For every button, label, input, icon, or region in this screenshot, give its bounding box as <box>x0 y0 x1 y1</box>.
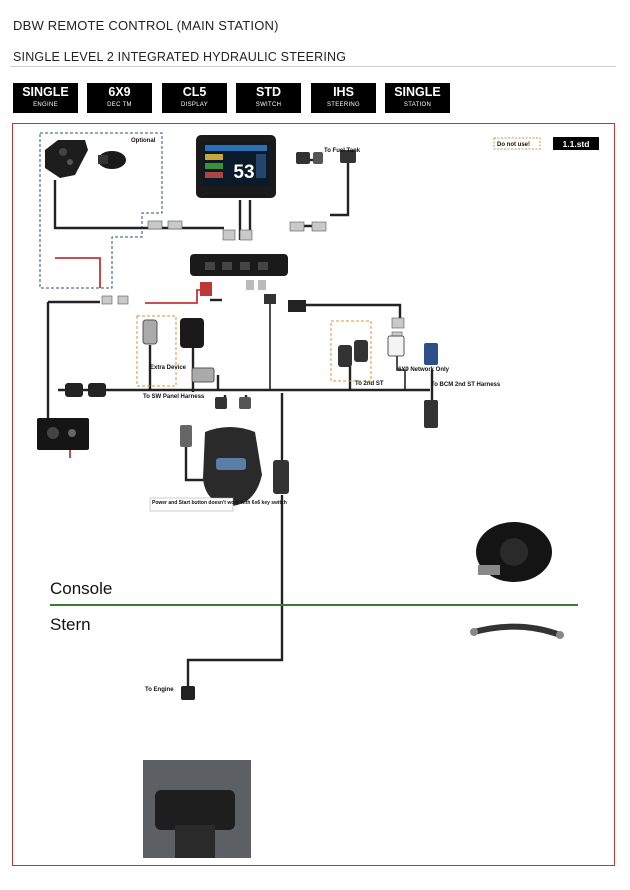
optional-region: Optional <box>39 132 163 289</box>
chip-engine-value: SINGLE <box>22 85 69 99</box>
console-label: Console <box>50 579 112 598</box>
fuel-tank-connectors: To Fuel Tank <box>296 148 361 164</box>
stern-label: Stern <box>50 615 91 634</box>
sw-panel-label: To SW Panel Harness <box>143 394 205 400</box>
bcm-connector: To BCM 2nd ST Harness <box>424 343 501 428</box>
fuel-tank-label: To Fuel Tank <box>324 148 361 154</box>
chip-switch-value: STD <box>256 85 281 99</box>
chip-station: SINGLE STATION <box>385 83 450 113</box>
hydraulic-hose <box>470 623 564 639</box>
chip-display-caption: DISPLAY <box>181 102 208 108</box>
remote-control-unit <box>45 140 126 178</box>
extra-device-label: Extra Device <box>150 365 187 371</box>
chip-station-value: SINGLE <box>394 85 441 99</box>
chip-engine-caption: ENGINE <box>33 102 58 108</box>
power-note: Power and Start button doesn't work with… <box>152 500 287 506</box>
second-station-region: To 2nd ST <box>330 320 384 387</box>
page-subtitle: SINGLE LEVEL 2 INTEGRATED HYDRAULIC STEE… <box>13 50 347 64</box>
chip-steering: IHS STEERING <box>311 83 376 113</box>
to-engine-label: To Engine <box>145 687 174 693</box>
diagram-frame <box>12 123 615 866</box>
network-label: 6Y9 Network Only <box>398 367 450 373</box>
sw-panel-harness: To SW Panel Harness <box>65 383 251 409</box>
version-badge: 1.1.std <box>553 137 599 150</box>
chip-switch: STD SWITCH <box>236 83 301 113</box>
network-connector: 6Y9 Network Only <box>387 335 450 373</box>
chip-dec-tm: 6X9 DEC TM <box>87 83 152 113</box>
main-harness-cables <box>46 158 434 690</box>
central-hub <box>190 254 306 312</box>
header-divider <box>10 66 616 67</box>
chip-steering-caption: STEERING <box>326 102 361 108</box>
outboard-engine <box>143 760 251 858</box>
bcm-label: To BCM 2nd ST Harness <box>431 382 501 388</box>
extra-device-text: Extra Device <box>150 365 187 371</box>
do-not-use-tag: Do not use! <box>493 137 541 150</box>
chip-dec-tm-caption: DEC TM <box>107 102 132 108</box>
throttle-lever: Power and Start button doesn't work with… <box>149 425 289 512</box>
engine-connector: To Engine <box>145 686 195 700</box>
steering-pump <box>476 522 552 582</box>
display-number: 53 <box>233 162 254 183</box>
to-2nd-st-label: To 2nd ST <box>355 381 384 387</box>
do-not-use-label: Do not use! <box>497 142 530 148</box>
chip-engine: SINGLE ENGINE <box>13 83 78 113</box>
optional-label: Optional <box>131 138 156 144</box>
multifunction-display: 53 <box>196 135 276 198</box>
chip-display: CL5 DISPLAY <box>162 83 227 113</box>
chip-steering-value: IHS <box>333 85 354 99</box>
chip-dec-tm-value: 6X9 <box>108 85 131 99</box>
ignition-panel <box>37 418 89 450</box>
chip-station-caption: STATION <box>403 102 432 108</box>
chip-display-value: CL5 <box>182 85 207 99</box>
extra-device-region: Extra Device <box>136 315 187 387</box>
version-badge-text: 1.1.std <box>563 139 590 149</box>
key-switch-unit <box>180 318 215 383</box>
chip-switch-caption: SWITCH <box>255 102 282 108</box>
config-chips: SINGLE ENGINE 6X9 DEC TM CL5 DISPLAY STD… <box>13 83 613 115</box>
page-title: DBW REMOTE CONTROL (MAIN STATION) <box>13 18 279 33</box>
